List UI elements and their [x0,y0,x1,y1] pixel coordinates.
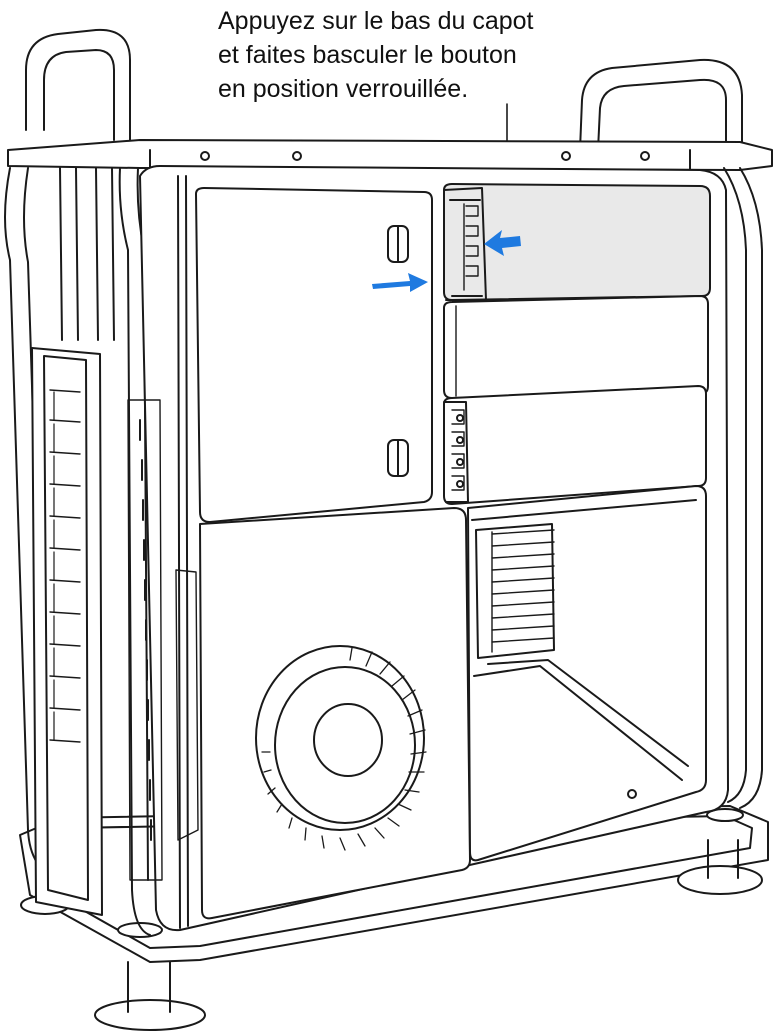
left-side-slots [31,347,103,916]
callout-line-3: en position verrouillée. [218,75,469,103]
vent-grille [475,523,555,659]
callout-line-1: Appuyez sur le bas du capot [218,7,534,35]
module-stack [443,183,711,505]
top-rail [7,139,773,171]
arrow-left-icon [484,230,521,256]
frame-right [723,167,763,809]
callout-line-2: et faites basculer le bouton [218,41,517,69]
handle-back-right [579,58,743,151]
arrow-right-icon [372,273,428,292]
callout-text: Appuyez sur le bas du capot et faites ba… [218,4,618,106]
handle-back-left [25,28,131,141]
upper-left-panel [195,187,433,523]
fan [255,645,427,851]
